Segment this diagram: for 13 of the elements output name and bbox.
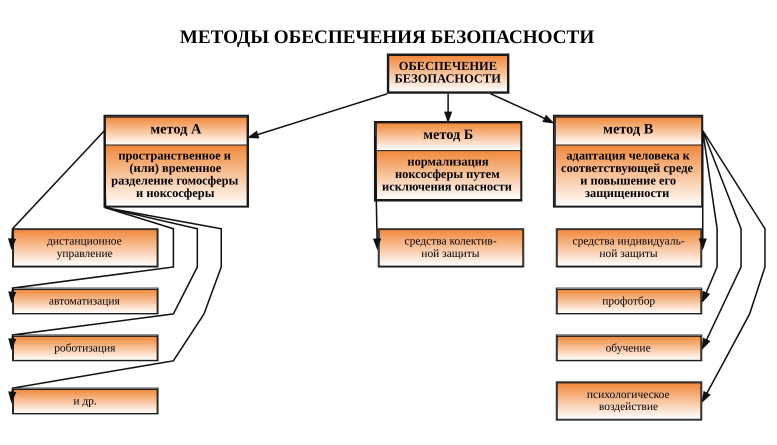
arrow (490, 93, 555, 124)
arrow (8, 130, 174, 304)
arrow (702, 130, 742, 350)
arrow (702, 130, 718, 304)
diagram-title: МЕТОДЫ ОБЕСПЕЧЕНИЯ БЕЗОПАСНОСТИ (180, 27, 594, 48)
arrow (372, 136, 382, 250)
arrow (702, 130, 766, 404)
arrow (8, 130, 198, 350)
arrow (444, 94, 452, 124)
arrow (8, 130, 106, 250)
arrow (698, 130, 707, 250)
arrow (8, 130, 222, 404)
arrow (246, 93, 388, 138)
